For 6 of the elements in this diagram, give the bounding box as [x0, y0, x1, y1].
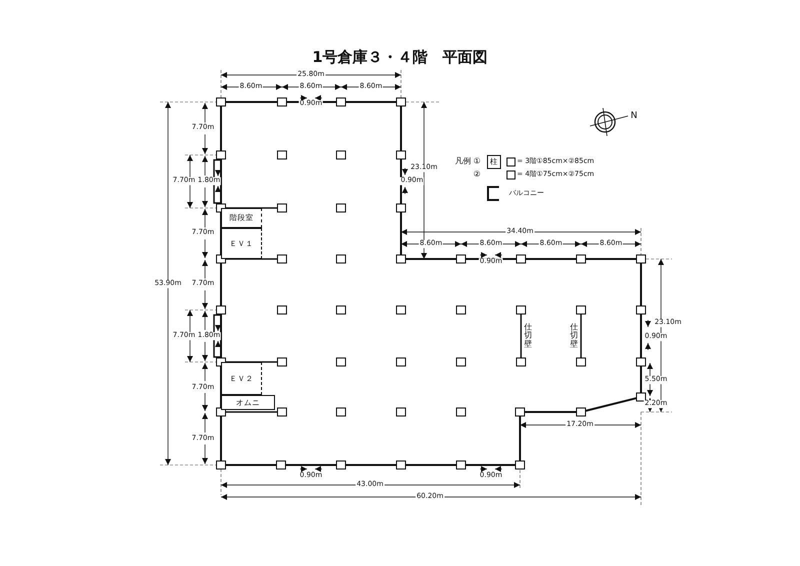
title: 1号倉庫３・４階 平面図	[311, 48, 489, 66]
wall-label: 仕切壁	[570, 323, 578, 349]
legend-heading: 凡例	[454, 158, 472, 166]
wall-label: 仕切壁	[524, 323, 532, 349]
legend-number: ①	[472, 158, 482, 166]
legend-number: ②	[472, 170, 482, 180]
